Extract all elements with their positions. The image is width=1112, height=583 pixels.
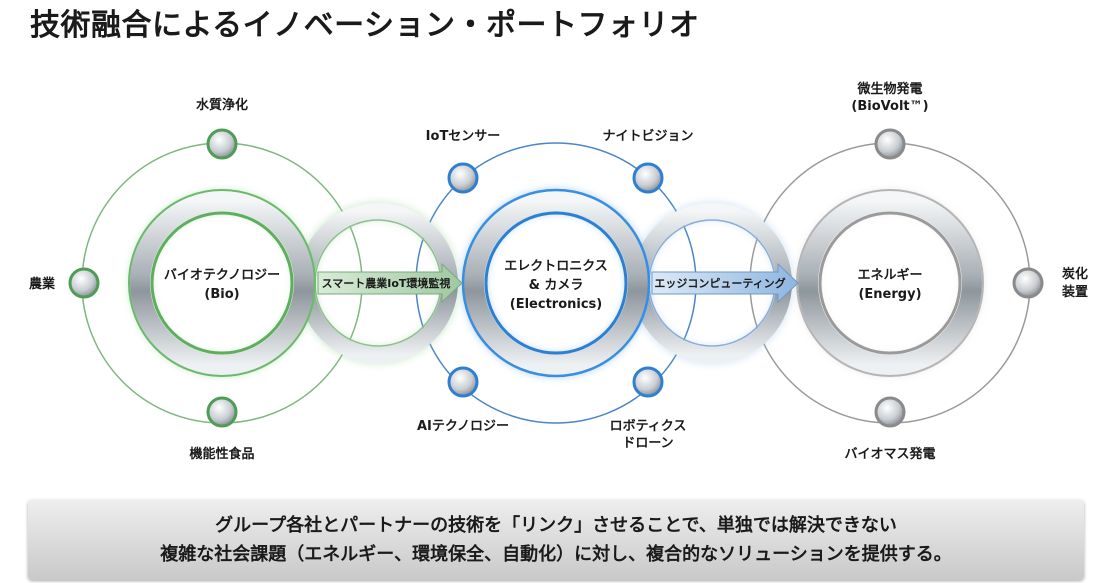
label-iot-sensor: IoTセンサー bbox=[426, 129, 501, 144]
node-water bbox=[206, 128, 238, 160]
node-agriculture bbox=[68, 267, 100, 299]
summary-line-2: 複雑な社会課題（エネルギー、環境保全、自動化）に対し、複合的なソリューションを提… bbox=[160, 544, 952, 565]
arrow-smart-agri-label: スマート農業IoT環境監視 bbox=[322, 276, 451, 290]
label-robotics-2: ドローン bbox=[622, 436, 673, 451]
label-robotics-1: ロボティクス bbox=[610, 418, 687, 434]
label-carbonization-1: 炭化 bbox=[1062, 266, 1088, 282]
arrow-edge-computing-label: エッジコンピューティング bbox=[654, 276, 785, 290]
page-title: 技術融合によるイノベーション・ポートフォリオ bbox=[30, 8, 700, 43]
energy-ring-label-2: (Energy) bbox=[858, 287, 921, 302]
label-water: 水質浄化 bbox=[196, 97, 248, 113]
summary-banner: グループ各社とパートナーの技術を「リンク」させることで、単独では解決できない 複… bbox=[28, 500, 1084, 580]
node-ai-tech bbox=[447, 366, 479, 398]
node-robotics bbox=[632, 366, 664, 398]
energy-ring-label-1: エネルギー bbox=[857, 267, 922, 283]
label-agriculture: 農業 bbox=[29, 276, 56, 292]
energy-ring bbox=[796, 189, 984, 377]
label-ai-tech: AIテクノロジー bbox=[417, 419, 509, 434]
electronics-ring-label-3: (Electronics) bbox=[510, 297, 602, 312]
bio-ring-label-1: バイオテクノロジー bbox=[164, 268, 280, 283]
label-microbial-1: 微生物発電 bbox=[856, 81, 922, 97]
electronics-ring-label-2: & カメラ bbox=[529, 278, 584, 293]
node-iot-sensor bbox=[447, 162, 479, 194]
label-night-vision: ナイトビジョン bbox=[602, 128, 693, 144]
summary-line-1: グループ各社とパートナーの技術を「リンク」させることで、単独では解決できない bbox=[215, 515, 897, 536]
technology-fusion-diagram: バイオテクノロジー (Bio) エレクトロニクス & カメラ (Electron… bbox=[29, 81, 1088, 462]
node-biomass bbox=[874, 396, 906, 428]
label-carbonization-2: 装置 bbox=[1061, 284, 1088, 300]
label-microbial-2: (BioVolt™) bbox=[851, 99, 928, 114]
node-functional-food bbox=[206, 396, 238, 428]
bio-ring bbox=[128, 189, 316, 377]
node-night-vision bbox=[632, 162, 664, 194]
bio-ring-label-2: (Bio) bbox=[204, 287, 239, 302]
node-carbonization bbox=[1012, 267, 1044, 299]
arrow-edge-computing: エッジコンピューティング bbox=[651, 262, 799, 304]
node-microbial bbox=[874, 128, 906, 160]
electronics-ring-label-1: エレクトロニクス bbox=[504, 259, 608, 274]
electronics-ring bbox=[461, 188, 651, 378]
label-biomass: バイオマス発電 bbox=[844, 446, 935, 462]
label-functional-food: 機能性食品 bbox=[189, 446, 254, 462]
arrow-smart-agri: スマート農業IoT環境監視 bbox=[317, 262, 463, 304]
